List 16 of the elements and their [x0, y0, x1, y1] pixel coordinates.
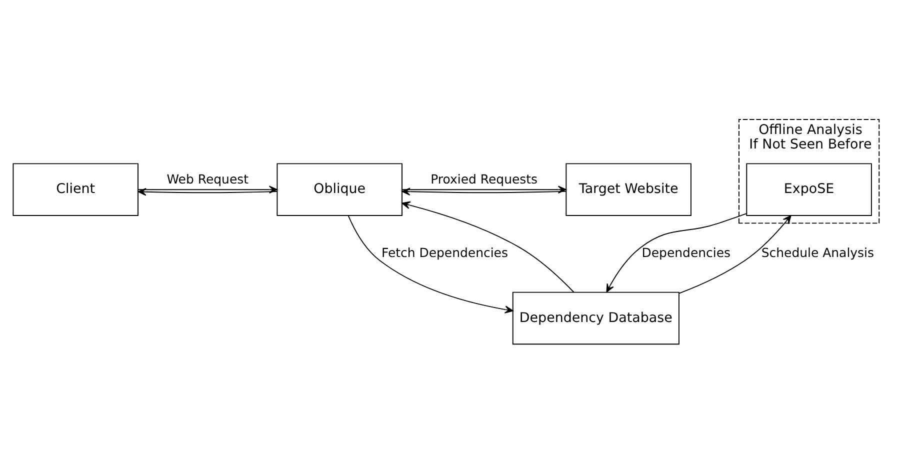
edge-label: Proxied Requests	[430, 171, 538, 186]
arrow	[138, 188, 278, 196]
edge-label: Fetch Dependencies	[381, 245, 508, 260]
arrow	[606, 213, 748, 292]
edge-label: Web Request	[166, 171, 248, 186]
node-box: Target Website	[566, 163, 692, 216]
node-box: Client	[12, 163, 138, 216]
edge-label: Schedule Analysis	[761, 245, 874, 260]
arrow	[678, 215, 792, 294]
edge-label: Dependencies	[642, 245, 731, 260]
arrow	[402, 201, 574, 293]
node-box: Dependency Database	[512, 292, 680, 345]
node-box: Oblique	[276, 163, 402, 216]
arrow	[402, 188, 566, 196]
node-box: ExpoSE	[746, 163, 872, 216]
arrow	[348, 215, 514, 314]
